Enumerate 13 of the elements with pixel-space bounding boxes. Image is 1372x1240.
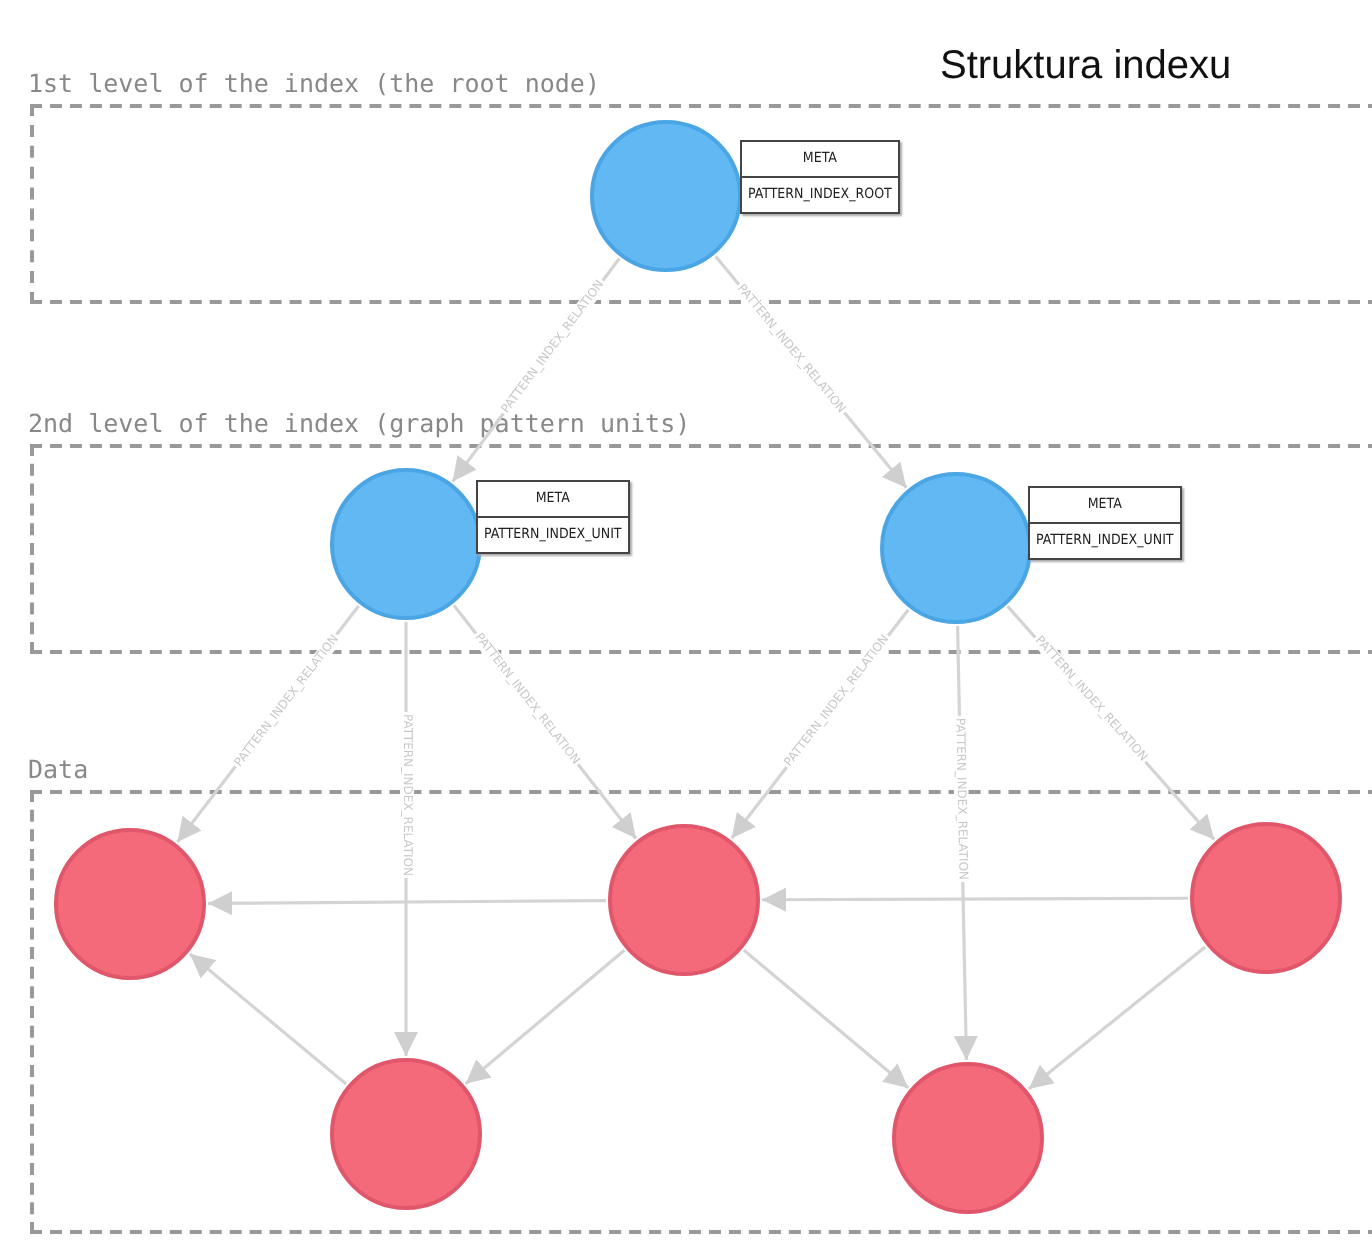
relation-arrow (208, 891, 606, 916)
graph-node-circle (330, 468, 482, 620)
level-heading: Data (28, 752, 89, 786)
relation-arrow (742, 948, 910, 1090)
graph-node-circle (892, 1062, 1044, 1214)
relation-arrow (464, 949, 626, 1085)
relation-arrow (1027, 945, 1207, 1091)
graph-node-circle (880, 472, 1032, 624)
graph-node-circle (608, 824, 760, 976)
diagram-title: Struktura indexu (940, 44, 1232, 90)
level-heading: 1st level of the index (the root node) (28, 66, 600, 100)
relation-arrow (762, 887, 1188, 912)
relation-arrow (188, 952, 348, 1086)
